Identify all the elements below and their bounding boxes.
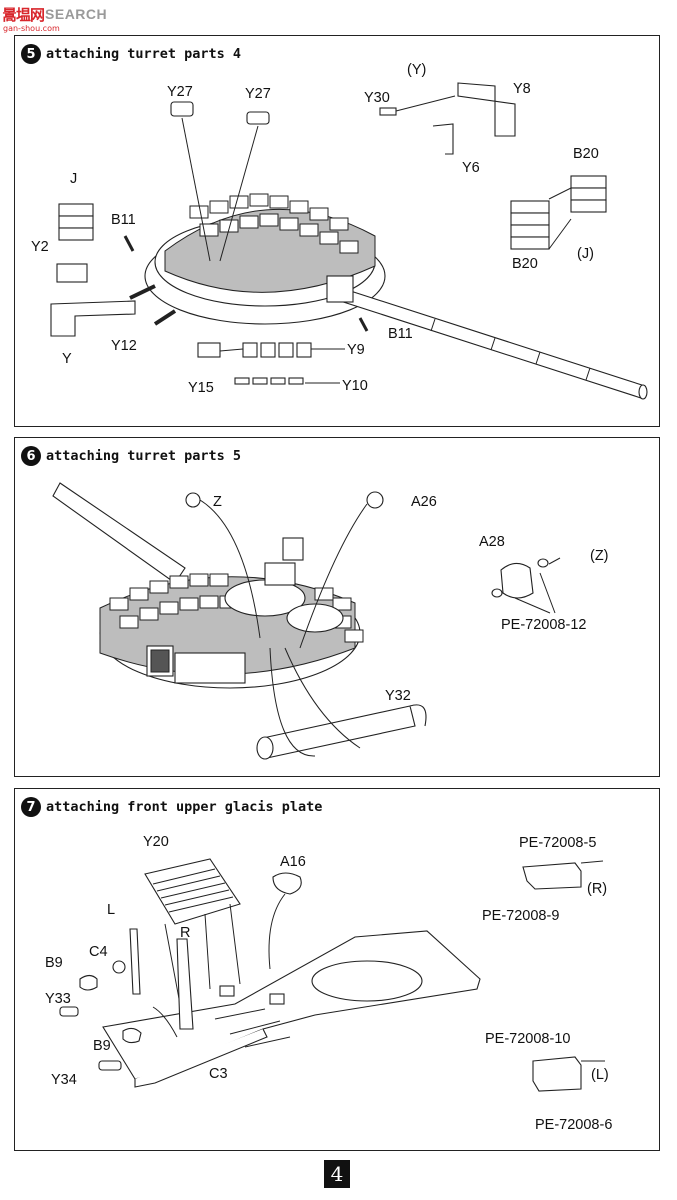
- label-Y20: Y20: [143, 834, 169, 850]
- label-B9-b: B9: [93, 1038, 111, 1054]
- label-C4: C4: [89, 944, 108, 960]
- label-A28: A28: [479, 534, 505, 550]
- label-R: R: [180, 925, 190, 941]
- label-Y6: Y6: [462, 160, 480, 176]
- label-B20-b: B20: [512, 256, 538, 272]
- label-B20-a: B20: [573, 146, 599, 162]
- label-Y: Y: [62, 351, 72, 367]
- label-Y8: Y8: [513, 81, 531, 97]
- label-Y10: Y10: [342, 378, 368, 394]
- label-Y-group: (Y): [407, 62, 426, 78]
- label-PE-72008-12: PE-72008-12: [501, 617, 586, 633]
- label-B11-a: B11: [111, 212, 136, 228]
- label-J: J: [70, 171, 77, 187]
- label-Y12: Y12: [111, 338, 137, 354]
- page-number: 4: [324, 1160, 350, 1188]
- loose-parts-7: [59, 858, 605, 1092]
- label-Y2: Y2: [31, 239, 49, 255]
- glacis-plate-drawing: [102, 930, 481, 1088]
- watermark-text: SEARCH: [45, 6, 108, 22]
- step-7-panel: Y20 A16 PE-72008-5 (R) PE-72008-9 L R C4…: [14, 788, 660, 1151]
- label-Y34: Y34: [51, 1072, 77, 1088]
- step-5-diagram: Y27 Y27 (Y) Y30 Y8 Y6 B20 B20 (J) J B11 …: [31, 62, 648, 400]
- step-6-title: attaching turret parts 5: [46, 448, 242, 464]
- step-7-labels: Y20 A16 PE-72008-5 (R) PE-72008-9 L R C4…: [45, 834, 612, 1133]
- step-5-header: 5 attaching turret parts 4: [21, 44, 241, 64]
- label-PE-72008-5: PE-72008-5: [519, 835, 596, 851]
- step-6-diagram: Z A26 A28 (Z) PE-72008-12 Y32: [52, 482, 609, 760]
- label-Y15: Y15: [188, 380, 214, 396]
- label-C3: C3: [209, 1066, 228, 1082]
- label-B11-b: B11: [388, 326, 413, 342]
- step-5-panel: Y27 Y27 (Y) Y30 Y8 Y6 B20 B20 (J) J B11 …: [14, 35, 660, 427]
- loose-parts-5: [50, 82, 607, 385]
- label-PE-72008-6: PE-72008-6: [535, 1117, 612, 1133]
- label-A16: A16: [280, 854, 306, 870]
- label-A26: A26: [411, 494, 437, 510]
- step-6-header: 6 attaching turret parts 5: [21, 446, 241, 466]
- label-Z: Z: [213, 494, 222, 510]
- label-PE-72008-10: PE-72008-10: [485, 1031, 570, 1047]
- turret-drawing-5: [144, 193, 648, 400]
- label-R-group: (R): [587, 881, 607, 897]
- label-Y33: Y33: [45, 991, 71, 1007]
- step-5-number: 5: [21, 44, 41, 64]
- label-Y9: Y9: [347, 342, 365, 358]
- label-Z-group: (Z): [590, 548, 609, 564]
- label-B9-a: B9: [45, 955, 63, 971]
- watermark-url: gan-shou.com: [3, 24, 60, 33]
- turret-drawing-6: [52, 482, 364, 689]
- watermark-logo: 暠塭网: [2, 5, 45, 24]
- loose-parts-6: [185, 491, 561, 760]
- label-Y30: Y30: [364, 90, 390, 106]
- step-5-labels: Y27 Y27 (Y) Y30 Y8 Y6 B20 B20 (J) J B11 …: [31, 62, 599, 396]
- label-Y27-a: Y27: [167, 84, 193, 100]
- step-7-title: attaching front upper glacis plate: [46, 799, 323, 815]
- label-PE-72008-9: PE-72008-9: [482, 908, 559, 924]
- step-7-header: 7 attaching front upper glacis plate: [21, 797, 322, 817]
- label-Y32: Y32: [385, 688, 411, 704]
- step-6-labels: Z A26 A28 (Z) PE-72008-12 Y32: [213, 494, 609, 704]
- watermark: 暠塭网 SEARCH: [2, 4, 107, 24]
- label-J-group: (J): [577, 246, 594, 262]
- label-Y27-b: Y27: [245, 86, 271, 102]
- step-7-diagram: Y20 A16 PE-72008-5 (R) PE-72008-9 L R C4…: [45, 834, 612, 1133]
- label-L: L: [107, 902, 115, 918]
- label-L-group: (L): [591, 1067, 609, 1083]
- step-6-panel: Z A26 A28 (Z) PE-72008-12 Y32 6 attachin…: [14, 437, 660, 777]
- step-7-number: 7: [21, 797, 41, 817]
- step-6-number: 6: [21, 446, 41, 466]
- step-5-title: attaching turret parts 4: [46, 46, 242, 62]
